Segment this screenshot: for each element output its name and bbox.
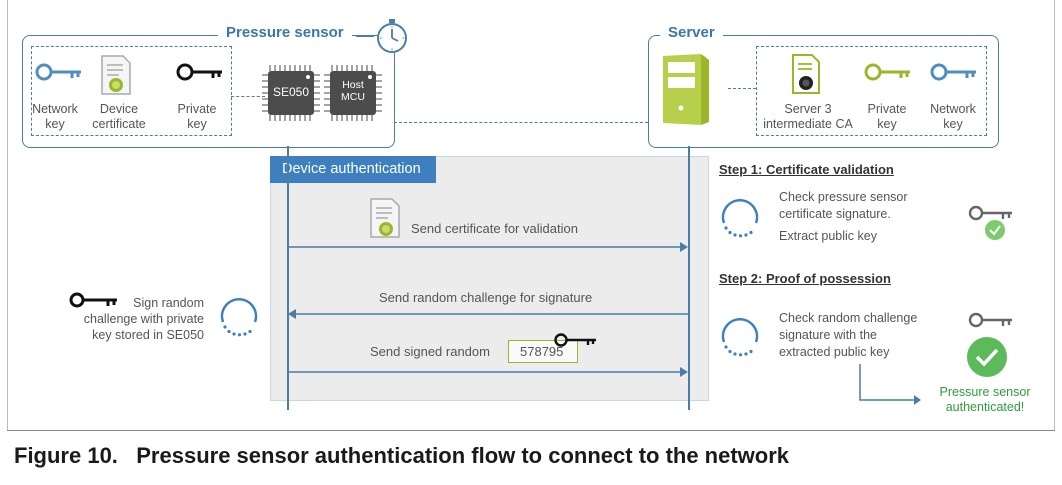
server-to-keys-connector — [728, 88, 756, 89]
server-title: Server — [660, 24, 723, 41]
arrow-send-certificate — [287, 242, 688, 252]
figure-caption: Figure 10. Pressure sensor authenticatio… — [14, 443, 790, 468]
result-arrow — [859, 364, 921, 405]
server-network-key-icon — [930, 63, 976, 81]
sensor-network-key-label: Network key — [32, 102, 78, 131]
sensor-private-key-label: Private key — [177, 102, 217, 131]
step1-heading: Step 1: Certificate validation — [719, 162, 894, 177]
msg-send-certificate: Send certificate for validation — [411, 221, 578, 236]
page-border-bottom — [7, 430, 1055, 431]
host-mcu-chip-pins — [324, 65, 382, 121]
signing-key-icon — [554, 333, 596, 347]
step1-line1: Check pressure sensor certificate signat… — [779, 190, 908, 221]
server-private-key-label: Private key — [867, 102, 907, 131]
server-box — [648, 35, 999, 148]
signed-value: 578795 — [520, 344, 564, 359]
auth-panel-title: Device authentication — [282, 161, 421, 177]
pressure-sensor-title: Pressure sensor — [218, 24, 352, 41]
step2-key-icon — [968, 312, 1012, 328]
sensor-server-link — [394, 122, 648, 123]
sensor-lifeline — [287, 146, 289, 410]
se050-chip-label: SE050 — [272, 85, 310, 99]
pressure-sensor-box — [22, 35, 395, 148]
ca-certificate-icon — [792, 54, 820, 94]
auth-panel — [270, 156, 709, 401]
stopwatch-icon — [377, 19, 407, 53]
auth-panel-header: Device authentication — [270, 156, 436, 183]
sign-key-icon — [69, 292, 117, 308]
msg-send-challenge: Send random challenge for signature — [379, 290, 593, 305]
ca-label: Server 3 intermediate CA — [763, 102, 853, 131]
step1-key-icon — [968, 205, 1012, 221]
device-certificate-label: Device certificate — [92, 102, 146, 131]
se050-chip: SE050 — [268, 71, 314, 115]
certificate-icon — [101, 55, 131, 95]
msg-send-signed: Send signed random — [370, 344, 490, 359]
arrow-send-signed — [287, 367, 688, 377]
step1-line2: Extract public key — [779, 229, 877, 243]
server-network-key-label: Network key — [930, 102, 976, 131]
sign-text: Sign random challenge with private key s… — [83, 296, 204, 342]
sensor-keys-dashbox — [31, 46, 232, 136]
server-icon — [663, 54, 709, 125]
result-text: Pressure sensor authenticated! — [939, 385, 1031, 414]
server-lifeline — [688, 146, 690, 410]
sign-spinner-icon — [220, 298, 258, 337]
arrow-send-challenge — [288, 309, 689, 319]
se050-chip-pins — [262, 65, 320, 121]
step2-checkmark-icon — [967, 337, 1007, 377]
step2-spinner-icon — [721, 318, 759, 357]
page-border-left — [7, 0, 8, 430]
page-border-right — [1054, 0, 1055, 430]
network-key-icon — [35, 63, 81, 81]
server-keys-dashbox — [756, 46, 987, 136]
step2-heading: Step 2: Proof of possession — [719, 271, 891, 286]
sent-certificate-icon — [370, 198, 400, 238]
step1-spinner-icon — [721, 199, 759, 238]
step1-checkmark-icon — [985, 220, 1005, 240]
stopwatch-connector — [356, 35, 374, 37]
host-mcu-chip-label: Host MCU — [341, 79, 365, 103]
host-mcu-chip: Host MCU — [330, 71, 376, 115]
private-key-icon — [176, 63, 222, 81]
step2-text: Check random challenge signature with th… — [779, 311, 918, 359]
connector-keys-to-chip — [231, 96, 265, 97]
server-private-key-icon — [864, 63, 910, 81]
